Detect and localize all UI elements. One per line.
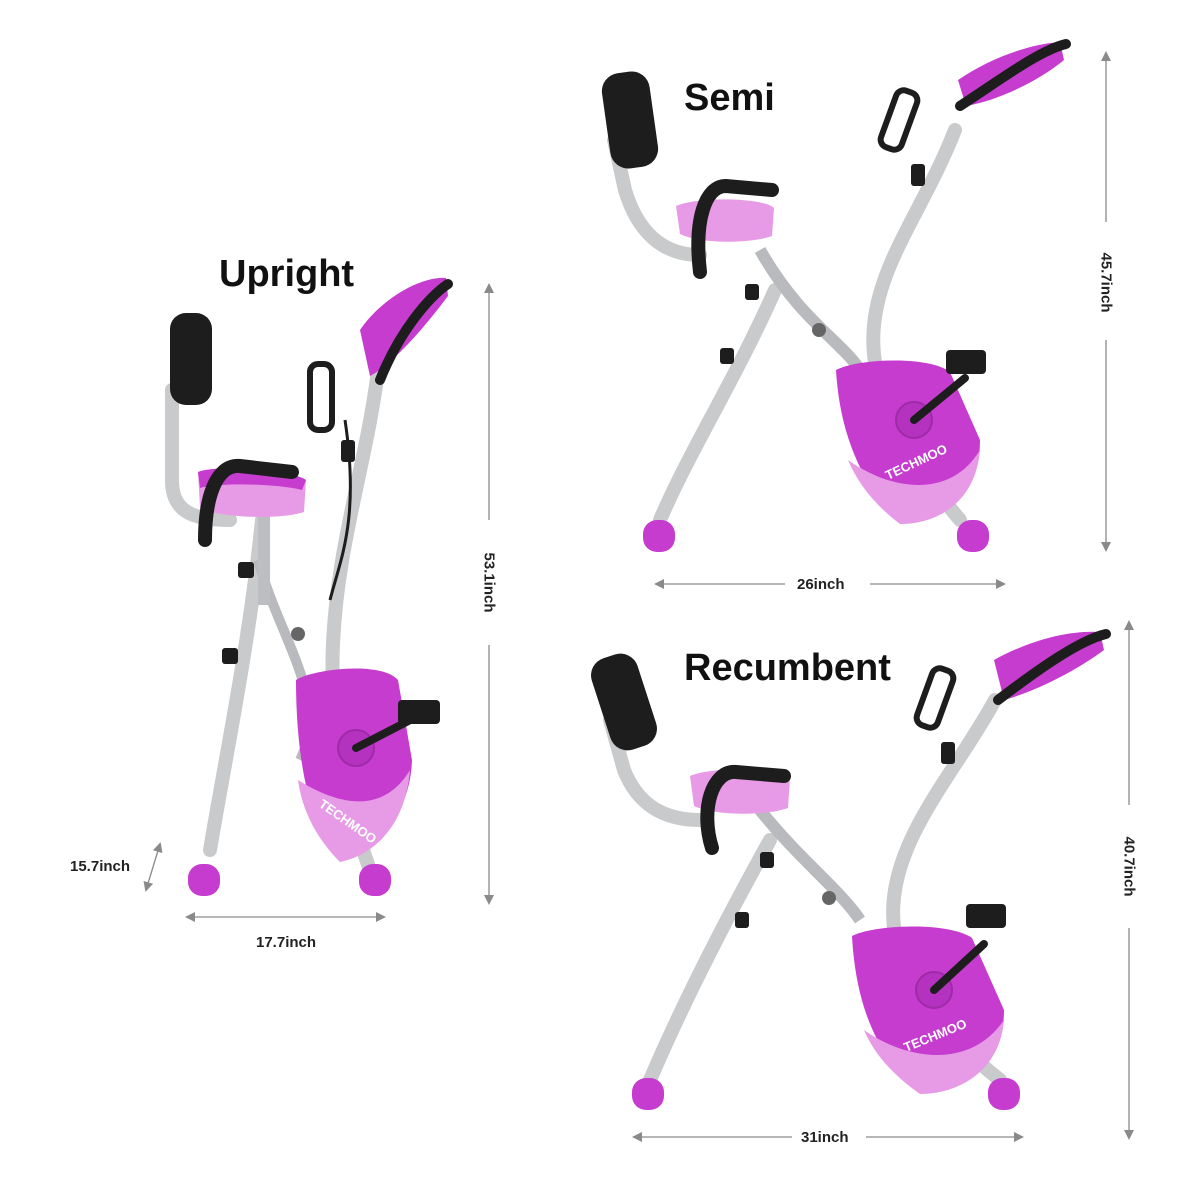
semi-width-label: 26inch (797, 576, 845, 593)
band-handle (877, 87, 921, 153)
side-handle (198, 459, 299, 547)
adjust-knob (720, 348, 734, 364)
backrest-post (165, 383, 237, 527)
flywheel-housing-lower (298, 770, 410, 862)
front-foot (188, 864, 220, 896)
upright-depth-label: 15.7inch (70, 858, 131, 875)
front-foot (632, 1078, 664, 1110)
adjust-knob (760, 852, 774, 868)
semi-title: Semi (684, 77, 775, 119)
backrest (591, 653, 657, 751)
adjust-knob (735, 912, 749, 928)
semi-height-label: 45.7inch (1097, 251, 1115, 313)
adjust-knob (911, 164, 925, 186)
handlebar (375, 279, 453, 385)
frame-cross-tube (755, 806, 865, 924)
upright-width-label: 17.7inch (256, 934, 317, 951)
flywheel-housing-lower (864, 1020, 1004, 1094)
recumbent-title: Recumbent (684, 647, 891, 689)
frame-rear-leg (643, 833, 777, 1087)
flywheel-housing-lower (848, 450, 980, 524)
backrest-post (607, 133, 707, 262)
backrest (601, 71, 659, 169)
handlebar (993, 629, 1111, 705)
recumbent-width-label: 31inch (801, 1129, 849, 1146)
pedal (398, 700, 440, 724)
pedal (966, 904, 1006, 928)
crank-arm (930, 940, 988, 994)
pivot-bolt (291, 627, 305, 641)
pivot-bolt (822, 891, 836, 905)
handlebar (955, 39, 1071, 111)
crank-arm (910, 374, 969, 424)
recumbent-height-label: 40.7inch (1120, 835, 1138, 897)
side-handle (691, 178, 779, 279)
adjust-knob (222, 648, 238, 664)
side-handle (700, 765, 791, 855)
pedal (946, 350, 986, 374)
rear-foot (988, 1078, 1020, 1110)
adjust-knob (941, 742, 955, 764)
adjust-knob (238, 562, 254, 578)
upright-title: Upright (219, 253, 355, 295)
seat-post (258, 505, 270, 605)
upright-height-label: 53.1inch (480, 551, 498, 613)
frame-rear-leg (653, 283, 782, 527)
band-handle (307, 361, 335, 433)
rear-foot (957, 520, 989, 552)
adjust-knob (745, 284, 759, 300)
rear-foot (359, 864, 391, 896)
pivot-bolt (812, 323, 826, 337)
band-handle (913, 665, 957, 731)
backrest-post (603, 713, 707, 827)
upright-depth-arrow (143, 842, 163, 892)
backrest (170, 313, 212, 405)
resistance-band (328, 419, 352, 601)
front-foot (643, 520, 675, 552)
